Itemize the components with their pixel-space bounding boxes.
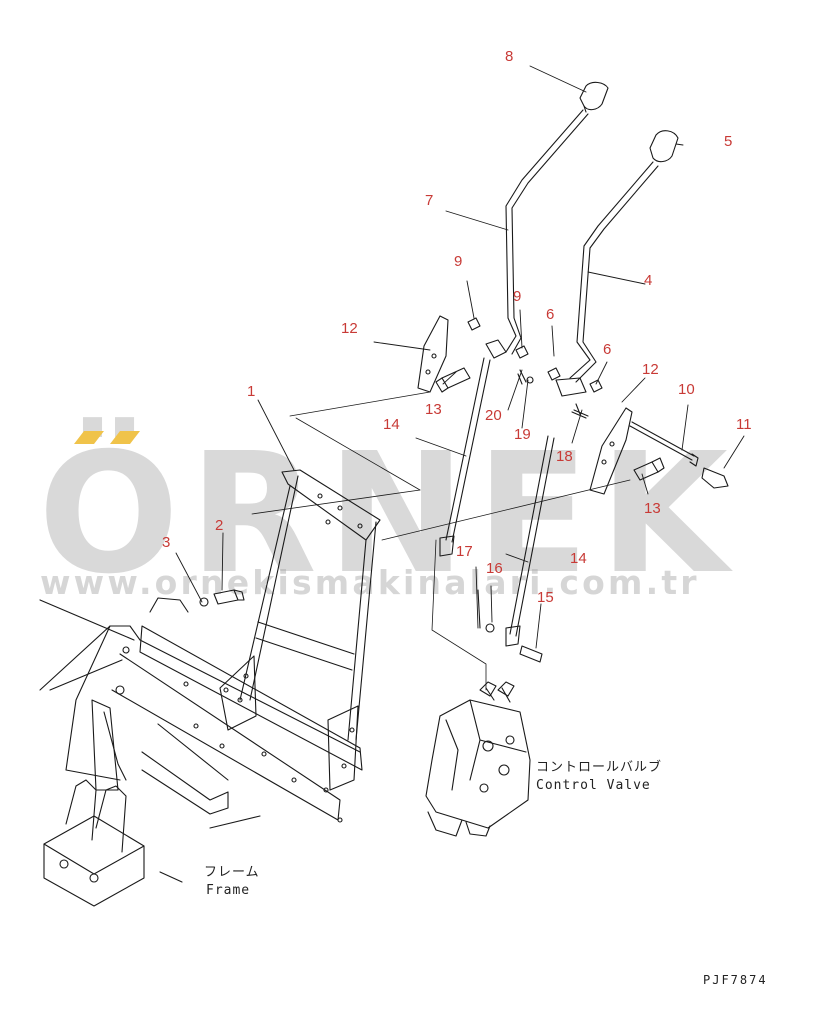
rod-10 [629, 421, 699, 467]
callout-6a: 6 [546, 306, 555, 323]
pin-17 [477, 589, 481, 629]
callout-6b: 6 [603, 341, 612, 358]
lever-4-rod [555, 161, 659, 397]
callout-12a: 12 [341, 320, 358, 337]
nut-6b [589, 379, 603, 393]
washer-3 [199, 597, 209, 607]
construction-lines [251, 391, 631, 691]
callout-15: 15 [537, 589, 554, 606]
nut-9b [515, 345, 529, 359]
callout-7: 7 [425, 192, 434, 209]
callout-13a: 13 [425, 401, 442, 418]
frame-caption-en: Frame [206, 883, 251, 898]
callout-17: 17 [456, 543, 473, 560]
callout-2: 2 [215, 517, 224, 534]
watermark-brand: ÖRNEK [38, 418, 738, 611]
bolt-13-left [435, 367, 471, 393]
watermark-accent-marks [74, 431, 140, 444]
callout-8: 8 [505, 48, 514, 65]
clip-11 [701, 467, 729, 489]
callout-18: 18 [556, 448, 573, 465]
callout-16: 16 [486, 560, 503, 577]
callout-9a: 9 [454, 253, 463, 270]
watermark-url: www.ornekismakinalari.com.tr [40, 563, 700, 602]
bolt-18 [571, 403, 589, 419]
pin-20 [517, 369, 527, 385]
leader-lines [175, 65, 745, 649]
callout-4: 4 [644, 272, 653, 289]
nut-9a [467, 317, 481, 331]
control-valve-body [425, 681, 531, 837]
washer-19 [526, 376, 534, 384]
callout-3: 3 [162, 534, 171, 551]
callout-14b: 14 [570, 550, 587, 567]
document-number: PJF7874 [703, 973, 768, 987]
frame-caption-jp: フレーム [204, 865, 260, 880]
link-14-lower [505, 435, 555, 647]
washer-16 [485, 623, 495, 633]
bracket-12-right [589, 407, 633, 495]
callout-11: 11 [736, 416, 752, 433]
link-14-upper [439, 357, 491, 557]
nut-6a [547, 367, 561, 381]
lever-8-knob [579, 81, 609, 113]
control-valve-caption-jp: コントロールバルブ [536, 760, 663, 775]
callout-13b: 13 [644, 500, 661, 517]
callout-12b: 12 [642, 361, 659, 378]
callout-14a: 14 [383, 416, 400, 433]
callout-10: 10 [678, 381, 695, 398]
lever-7-rod [485, 109, 589, 359]
callout-20: 20 [485, 407, 502, 424]
bolt-15 [519, 645, 543, 663]
frame [39, 597, 363, 907]
callout-9b: 9 [513, 288, 522, 305]
control-valve-caption-en: Control Valve [536, 778, 651, 793]
lever-5-knob [649, 130, 679, 163]
callout-5: 5 [724, 133, 733, 150]
bolt-2 [213, 589, 245, 605]
callout-1: 1 [247, 383, 256, 400]
bolt-13-right [633, 457, 665, 481]
callout-19: 19 [514, 426, 531, 443]
panel-1 [219, 469, 381, 791]
